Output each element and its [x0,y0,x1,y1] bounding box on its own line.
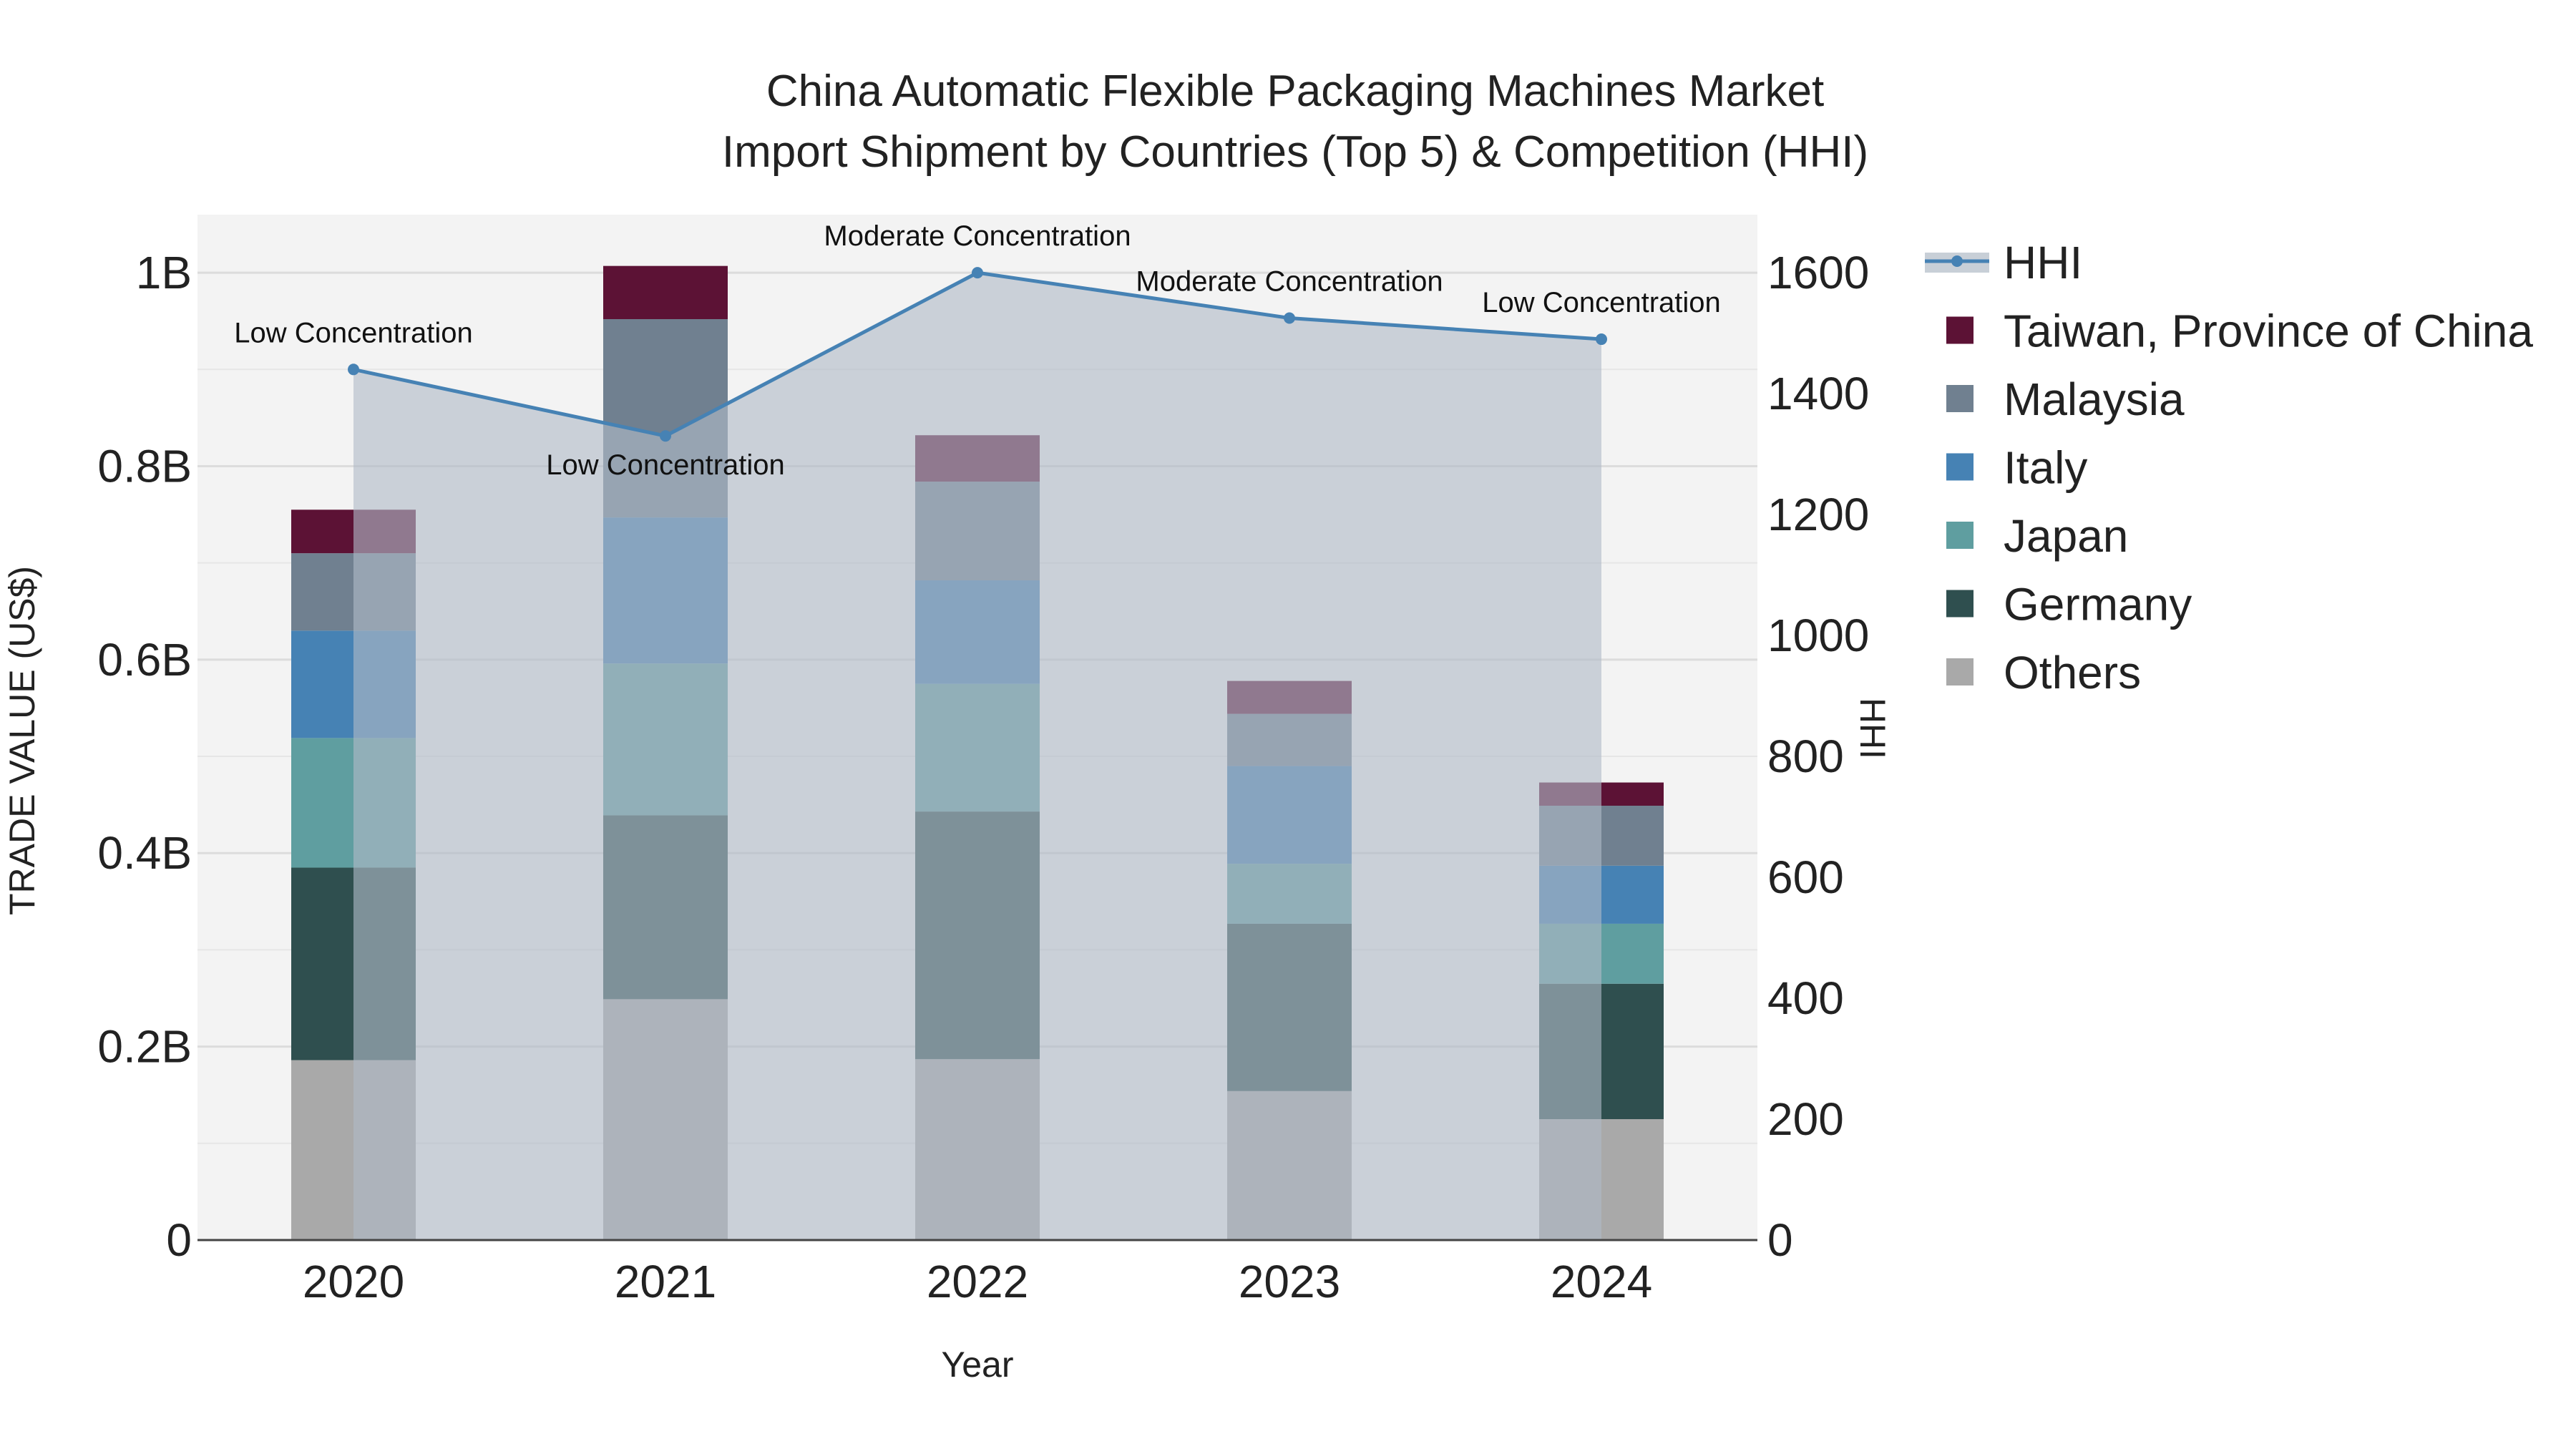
y-tick-label: 0 [166,1214,192,1266]
y-tick-label: 0.8B [97,440,192,492]
legend-swatch-taiwan-province-of-china [1946,316,1974,344]
chart-title-line-1: China Automatic Flexible Packaging Machi… [766,67,1824,116]
axes-layer: 0 0.2B 0.4B 0.6B 0.8B 1B 0 200 400 600 800 1000 1200… [97,247,1869,1307]
legend-swatch-malaysia [1946,385,1974,412]
y2-tick-label: 0 [1767,1214,1793,1266]
legend-swatch-japan [1946,522,1974,549]
y2-axis-title: HHI [1853,698,1893,759]
legend-label-germany: Germany [2004,579,2192,630]
y2-tick-label: 1200 [1767,489,1869,540]
hhi-point-2023 [1284,312,1295,324]
legend-swatch-others [1946,658,1974,686]
y2-tick-label: 800 [1767,731,1844,782]
x-tick-label: 2022 [927,1256,1028,1307]
hhi-point-2021 [660,430,671,442]
legend: HHI Taiwan, Province of ChinaMalaysiaItal… [1925,237,2533,698]
legend-label-malaysia: Malaysia [2004,374,2185,425]
legend-swatch-germany [1946,590,1974,618]
legend-swatch-italy [1946,453,1974,481]
y-tick-label: 0.2B [97,1021,192,1073]
y-tick-label: 0.6B [97,634,192,686]
legend-label-others: Others [2004,647,2141,698]
hhi-point-2022 [972,267,983,279]
hhi-line-layer [348,267,1607,442]
x-tick-label: 2021 [615,1256,716,1307]
y2-tick-label: 1000 [1767,610,1869,661]
x-tick-label: 2024 [1551,1256,1652,1307]
hhi-annotation-2024: Low Concentration [1482,287,1721,318]
y2-tick-label: 400 [1767,972,1844,1024]
hhi-annotation-2020: Low Concentration [234,317,473,348]
y-tick-label: 0.4B [97,827,192,879]
hhi-area-layer [353,273,1601,1240]
y2-tick-label: 600 [1767,852,1844,903]
y-tick-label: 1B [136,247,192,298]
x-axis-title: Year [941,1345,1013,1385]
legend-label-hhi: HHI [2004,237,2082,288]
hhi-point-2020 [348,364,359,376]
y-axis-title: TRADE VALUE (US$) [2,566,42,915]
x-tick-label: 2023 [1239,1256,1340,1307]
hhi-annotation-2021: Low Concentration [546,449,785,481]
hhi-annotation-2023: Moderate Concentration [1136,265,1443,297]
legend-swatch-hhi-marker [1951,255,1963,267]
hhi-annotation-2022: Moderate Concentration [824,220,1131,252]
hhi-area [353,273,1601,1240]
legend-label-italy: Italy [2004,442,2087,494]
legend-label-taiwan-province-of-china: Taiwan, Province of China [2004,306,2533,357]
y2-tick-label: 200 [1767,1093,1844,1145]
x-tick-label: 2020 [303,1256,404,1307]
bar-taiwan-province-of-china-2021 [603,265,728,320]
y2-tick-label: 1400 [1767,368,1869,419]
legend-label-japan: Japan [2004,510,2128,562]
hhi-point-2024 [1596,333,1607,346]
chart-title-line-2: Import Shipment by Countries (Top 5) & C… [722,127,1868,177]
y2-tick-label: 1600 [1767,247,1869,298]
